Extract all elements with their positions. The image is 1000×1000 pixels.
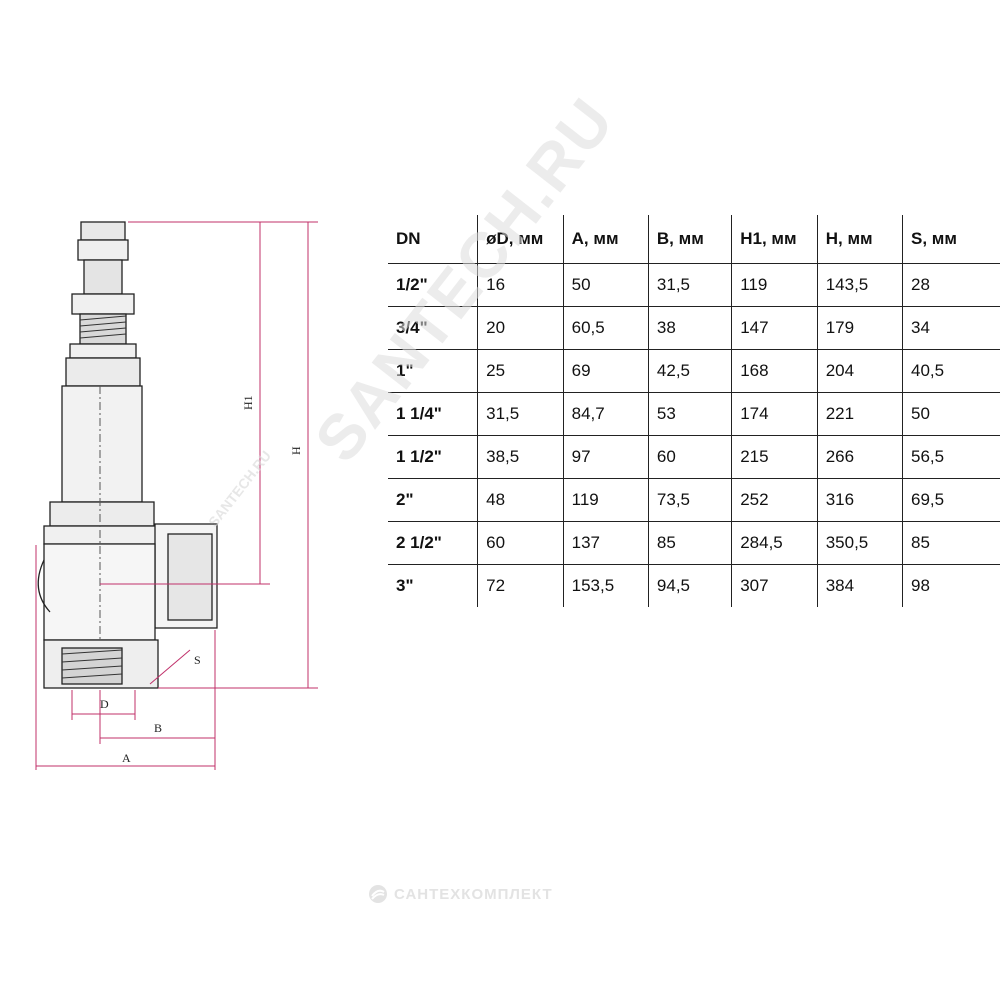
header-b: B, мм: [647, 215, 732, 264]
table-cell: 168: [731, 349, 818, 393]
valve-body-outline: [37, 221, 218, 689]
table-cell: 84,7: [562, 392, 649, 436]
table-cell: 350,5: [816, 521, 903, 565]
table-cell: 94,5: [647, 564, 732, 607]
label-s: S: [194, 653, 201, 667]
table-cell: 60: [647, 435, 732, 479]
table-cell: 69,5: [901, 478, 1000, 522]
label-b: B: [154, 721, 162, 735]
table-cell: 316: [816, 478, 903, 522]
table-cell: 252: [731, 478, 818, 522]
table-header-row: DN øD, мм A, мм B, мм H1, мм H, мм S, мм: [388, 215, 1000, 264]
table-cell: 266: [816, 435, 903, 479]
label-h1: H1: [241, 395, 255, 410]
thread-hatching: [61, 315, 127, 679]
table-cell: 143,5: [816, 263, 903, 307]
cell-dn: 3/4": [388, 306, 478, 350]
valve-technical-drawing: H1 H D B A S: [35, 221, 318, 770]
table-cell: 53: [647, 392, 732, 436]
header-s: S, мм: [901, 215, 1000, 264]
table-cell: 85: [647, 521, 732, 565]
table-cell: 147: [731, 306, 818, 350]
cell-dn: 1 1/4": [388, 392, 478, 436]
table-cell: 119: [731, 263, 818, 307]
table-cell: 97: [562, 435, 649, 479]
table-cell: 174: [731, 392, 818, 436]
cell-dn: 2": [388, 478, 478, 522]
table-cell: 284,5: [731, 521, 818, 565]
table-cell: 31,5: [477, 392, 564, 436]
table-cell: 56,5: [901, 435, 1000, 479]
footer-logo: САНТЕХКОМПЛЕКТ: [368, 884, 553, 904]
cell-dn: 1/2": [388, 263, 478, 307]
dimension-labels: H1 H D B A S: [100, 395, 303, 765]
santechkomplekt-logo-icon: [369, 885, 387, 903]
table-cell: 34: [901, 306, 1000, 350]
header-h: H, мм: [816, 215, 903, 264]
table-cell: 73,5: [647, 478, 732, 522]
table-cell: 60: [477, 521, 564, 565]
label-h: H: [289, 446, 303, 455]
dimension-lines: [35, 221, 318, 770]
table-cell: 153,5: [562, 564, 649, 607]
table-cell: 42,5: [647, 349, 732, 393]
table-cell: 60,5: [562, 306, 649, 350]
table-cell: 221: [816, 392, 903, 436]
table-cell: 72: [477, 564, 564, 607]
table-cell: 119: [562, 478, 649, 522]
table-cell: 50: [901, 392, 1000, 436]
table-cell: 384: [816, 564, 903, 607]
table-cell: 179: [816, 306, 903, 350]
header-h1: H1, мм: [731, 215, 818, 264]
table-cell: 85: [901, 521, 1000, 565]
label-a: A: [122, 751, 131, 765]
table-cell: 69: [562, 349, 649, 393]
table-cell: 16: [477, 263, 564, 307]
table-cell: 137: [562, 521, 649, 565]
table-cell: 38,5: [477, 435, 564, 479]
cell-dn: 1": [388, 349, 478, 393]
table-cell: 28: [901, 263, 1000, 307]
specification-table: DN øD, мм A, мм B, мм H1, мм H, мм S, мм…: [388, 215, 1000, 607]
header-a: A, мм: [562, 215, 649, 264]
table-cell: 20: [477, 306, 564, 350]
footer-logo-text: САНТЕХКОМПЛЕКТ: [394, 885, 553, 903]
table-cell: 38: [647, 306, 732, 350]
cell-dn: 1 1/2": [388, 435, 478, 479]
header-od: øD, мм: [477, 215, 564, 264]
cell-dn: 2 1/2": [388, 521, 478, 565]
table-cell: 215: [731, 435, 818, 479]
table-cell: 204: [816, 349, 903, 393]
table-cell: 40,5: [901, 349, 1000, 393]
table-cell: 25: [477, 349, 564, 393]
label-d: D: [100, 697, 109, 711]
table-cell: 307: [731, 564, 818, 607]
table-cell: 50: [562, 263, 649, 307]
header-dn: DN: [396, 229, 421, 248]
cell-dn: 3": [388, 564, 478, 607]
table-cell: 98: [901, 564, 1000, 607]
table-cell: 48: [477, 478, 564, 522]
table-cell: 31,5: [647, 263, 732, 307]
